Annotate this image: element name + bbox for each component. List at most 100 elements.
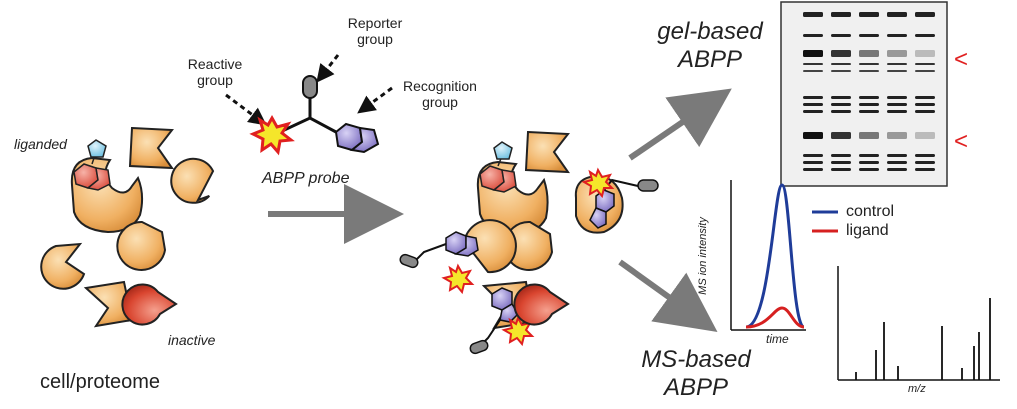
- protein-square-2: [83, 280, 134, 328]
- protein-pacman-3: [40, 242, 86, 290]
- gel-band: [859, 168, 879, 171]
- abpp-probe: [225, 54, 393, 156]
- gel-band: [831, 168, 851, 171]
- reporter-pointer: [316, 54, 340, 83]
- gel-band: [831, 96, 851, 99]
- protein-square-notch: [128, 126, 174, 170]
- ligand-red-pent: [86, 167, 111, 191]
- gel-band: [831, 110, 851, 113]
- control-trace: [745, 183, 806, 329]
- gel-band: [831, 132, 851, 139]
- gel-band: [915, 12, 935, 17]
- gel-band: [859, 34, 879, 37]
- gel-band: [803, 63, 823, 65]
- inactive-label: inactive: [168, 332, 216, 348]
- gel-marker-1: <: [954, 46, 969, 73]
- ligand-trace: [745, 306, 805, 329]
- ms-spectrum-panel: [837, 266, 1000, 381]
- gel-band: [831, 161, 851, 164]
- reporter-group-label: Reporter group: [347, 15, 403, 47]
- protein-pacman-2: [116, 220, 167, 271]
- spectrum-xlabel: m/z: [908, 383, 926, 395]
- gel-band: [887, 103, 907, 106]
- gel-band: [831, 103, 851, 106]
- gel-band: [915, 154, 935, 157]
- probe-label: ABPP probe: [262, 170, 350, 187]
- gel-based-label: gel-based ABPP: [657, 18, 763, 73]
- gel-band: [831, 50, 851, 57]
- gel-band: [887, 154, 907, 157]
- gel-band: [831, 70, 851, 72]
- gel-band: [831, 12, 851, 17]
- gel-band: [803, 12, 823, 17]
- ms-based-label: MS-based ABPP: [641, 346, 751, 401]
- reporter-capsule: [302, 75, 318, 99]
- gel-band: [859, 70, 879, 72]
- gel-band: [859, 132, 879, 139]
- gel-band: [803, 168, 823, 171]
- cell-proteome-label: cell/proteome: [40, 371, 161, 393]
- gel-band: [859, 12, 879, 17]
- gel-band: [887, 161, 907, 164]
- proteome-left: [40, 126, 215, 328]
- gel-band: [803, 161, 823, 164]
- recognition-pointer: [357, 86, 393, 114]
- reactive-pointer: [225, 93, 267, 126]
- arrow-to-ms: [618, 259, 718, 332]
- ms-trace-panel: [730, 180, 838, 331]
- recognition-group-label: Recognition group: [403, 78, 477, 110]
- gel-band: [915, 70, 935, 72]
- ms-ylabel: MS ion intensity: [696, 217, 709, 295]
- reactive-star: [249, 114, 295, 156]
- gel-band: [803, 103, 823, 106]
- gel-band: [803, 96, 823, 99]
- inactive-protein: [121, 283, 178, 326]
- gel-band: [915, 50, 935, 57]
- gel-band: [831, 63, 851, 65]
- gel-band: [859, 110, 879, 113]
- legend-ligand: ligand: [846, 222, 889, 239]
- gel-band: [859, 50, 879, 57]
- arrow-to-gel: [628, 88, 732, 161]
- liganded-label: liganded: [14, 136, 67, 152]
- reactive-group-label: Reactive group: [187, 56, 243, 88]
- gel-band: [915, 103, 935, 106]
- gel-band: [859, 63, 879, 65]
- gel-band: [887, 63, 907, 65]
- gel-band: [859, 96, 879, 99]
- gel-band: [915, 168, 935, 171]
- proteome-labeled: [399, 130, 659, 355]
- ligand-blue-pent: [87, 139, 107, 158]
- legend-control: control: [846, 203, 895, 220]
- gel-band: [803, 50, 823, 57]
- gel-band: [887, 96, 907, 99]
- gel-band: [887, 168, 907, 171]
- gel-band: [915, 34, 935, 37]
- gel-marker-2: <: [954, 128, 969, 155]
- gel-band: [887, 50, 907, 57]
- gel-band: [803, 110, 823, 113]
- gel-band: [915, 63, 935, 65]
- gel-band: [915, 110, 935, 113]
- gel-band: [887, 132, 907, 139]
- protein-pacman-1: [170, 157, 215, 204]
- gel-band: [915, 132, 935, 139]
- gel-band: [803, 132, 823, 139]
- gel-band: [859, 103, 879, 106]
- gel-band: [887, 34, 907, 37]
- gel-band: [859, 154, 879, 157]
- ms-xlabel: time: [766, 332, 789, 346]
- gel-band: [831, 34, 851, 37]
- gel-band: [915, 96, 935, 99]
- recognition-pent: [349, 126, 380, 154]
- gel-band: [887, 110, 907, 113]
- gel-band: [803, 154, 823, 157]
- gel-band: [915, 161, 935, 164]
- gel-band: [803, 34, 823, 37]
- gel-band: [859, 161, 879, 164]
- gel-band: [887, 12, 907, 17]
- gel-panel: [780, 1, 948, 187]
- gel-band: [803, 70, 823, 72]
- gel-band: [887, 70, 907, 72]
